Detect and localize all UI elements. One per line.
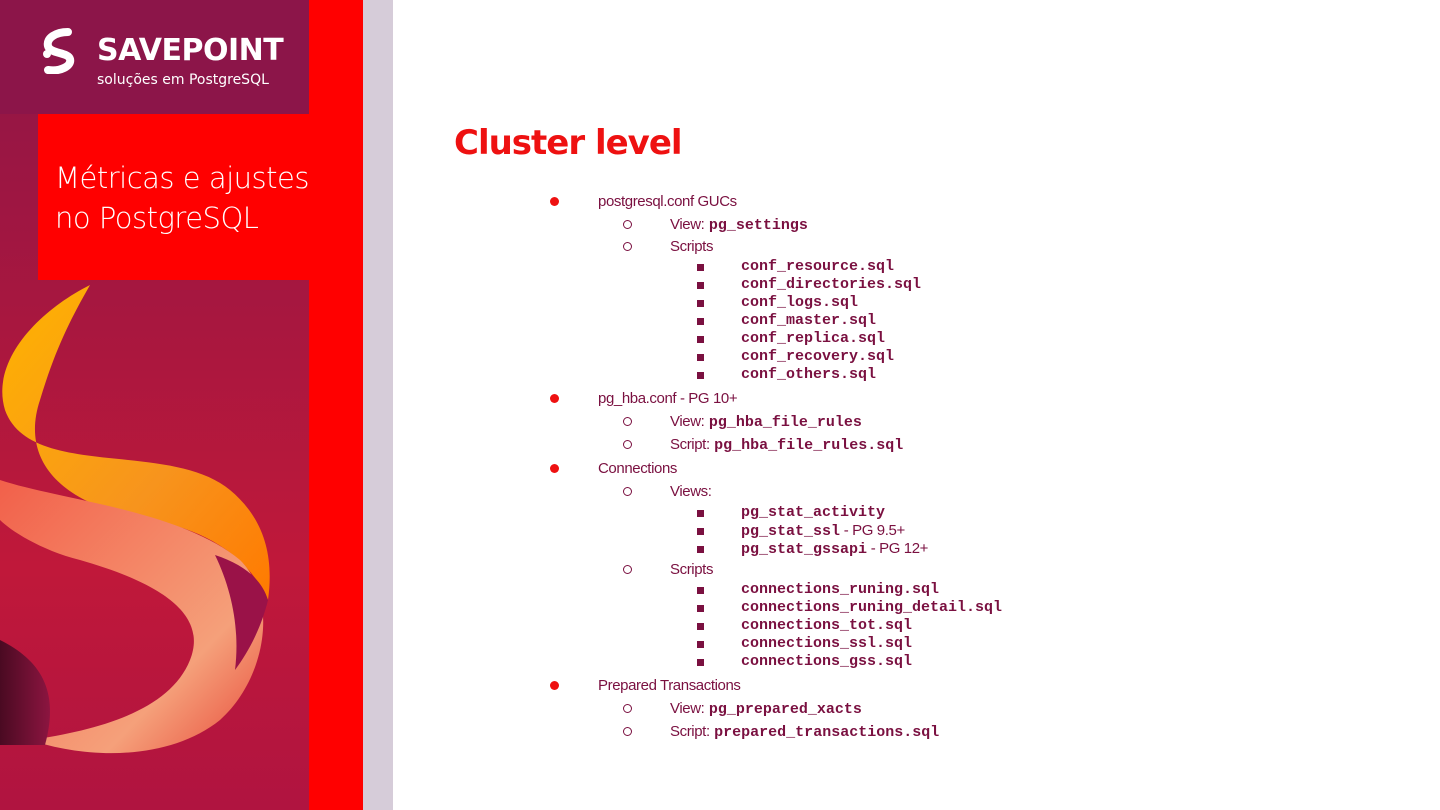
list-item: Connections — [598, 460, 677, 477]
square-bullet-icon — [697, 546, 704, 553]
list-item: conf_master.sql — [741, 312, 877, 329]
list-item: conf_recovery.sql — [741, 348, 895, 365]
circle-bullet-icon — [623, 417, 632, 426]
circle-bullet-icon — [623, 727, 632, 736]
list-item: Script: pg_hba_file_rules.sql — [670, 436, 904, 454]
gray-stripe — [363, 0, 393, 810]
list-item: conf_resource.sql — [741, 258, 895, 275]
list-item: conf_directories.sql — [741, 276, 922, 293]
list-item: pg_stat_gssapi - PG 12+ — [741, 540, 929, 558]
square-bullet-icon — [697, 264, 704, 271]
savepoint-logo-icon — [43, 28, 75, 74]
list-item: Views: — [670, 483, 712, 500]
list-item: pg_stat_activity — [741, 504, 886, 521]
list-item: Scripts — [670, 238, 714, 255]
circle-bullet-icon — [623, 440, 632, 449]
square-bullet-icon — [697, 354, 704, 361]
circle-bullet-icon — [623, 565, 632, 574]
square-bullet-icon — [697, 300, 704, 307]
list-item: View: pg_hba_file_rules — [670, 413, 862, 431]
red-stripe — [309, 0, 363, 810]
list-item: pg_hba.conf - PG 10+ — [598, 390, 738, 407]
presentation-title-line-2: no PostgreSQL — [55, 201, 259, 235]
square-bullet-icon — [697, 282, 704, 289]
list-item: Scripts — [670, 561, 714, 578]
list-item: conf_others.sql — [741, 366, 877, 383]
brand-name: SAVEPOINT — [97, 33, 284, 68]
square-bullet-icon — [697, 587, 704, 594]
square-bullet-icon — [697, 623, 704, 630]
list-item: conf_replica.sql — [741, 330, 886, 347]
square-bullet-icon — [697, 659, 704, 666]
list-item: connections_runing.sql — [741, 581, 940, 598]
square-bullet-icon — [697, 336, 704, 343]
list-item: postgresql.conf GUCs — [598, 193, 737, 210]
sidebar-panel: SAVEPOINT soluções em PostgreSQL Métrica… — [0, 0, 309, 810]
square-bullet-icon — [697, 528, 704, 535]
circle-bullet-icon — [623, 242, 632, 251]
list-item: View: pg_prepared_xacts — [670, 700, 862, 718]
list-item: Script: prepared_transactions.sql — [670, 723, 940, 741]
presentation-title-line-1: Métricas e ajustes — [55, 161, 309, 195]
square-bullet-icon — [697, 318, 704, 325]
bullet-dot-icon — [550, 464, 559, 473]
list-item: conf_logs.sql — [741, 294, 859, 311]
list-item: Prepared Transactions — [598, 677, 741, 694]
brand-tagline: soluções em PostgreSQL — [97, 72, 269, 88]
circle-bullet-icon — [623, 704, 632, 713]
list-item: connections_gss.sql — [741, 653, 913, 670]
list-item: connections_ssl.sql — [741, 635, 913, 652]
logo: SAVEPOINT soluções em PostgreSQL — [0, 0, 309, 114]
circle-bullet-icon — [623, 487, 632, 496]
flame-illustration — [0, 285, 270, 754]
square-bullet-icon — [697, 510, 704, 517]
bullet-dot-icon — [550, 197, 559, 206]
slide-heading: Cluster level — [454, 123, 683, 163]
presentation-title-box: Métricas e ajustes no PostgreSQL — [38, 114, 309, 280]
list-item: connections_tot.sql — [741, 617, 913, 634]
square-bullet-icon — [697, 605, 704, 612]
square-bullet-icon — [697, 372, 704, 379]
list-item: connections_runing_detail.sql — [741, 599, 1003, 616]
list-item: View: pg_settings — [670, 216, 808, 234]
list-item: pg_stat_ssl - PG 9.5+ — [741, 522, 905, 540]
bullet-dot-icon — [550, 394, 559, 403]
square-bullet-icon — [697, 641, 704, 648]
bullet-dot-icon — [550, 681, 559, 690]
circle-bullet-icon — [623, 220, 632, 229]
